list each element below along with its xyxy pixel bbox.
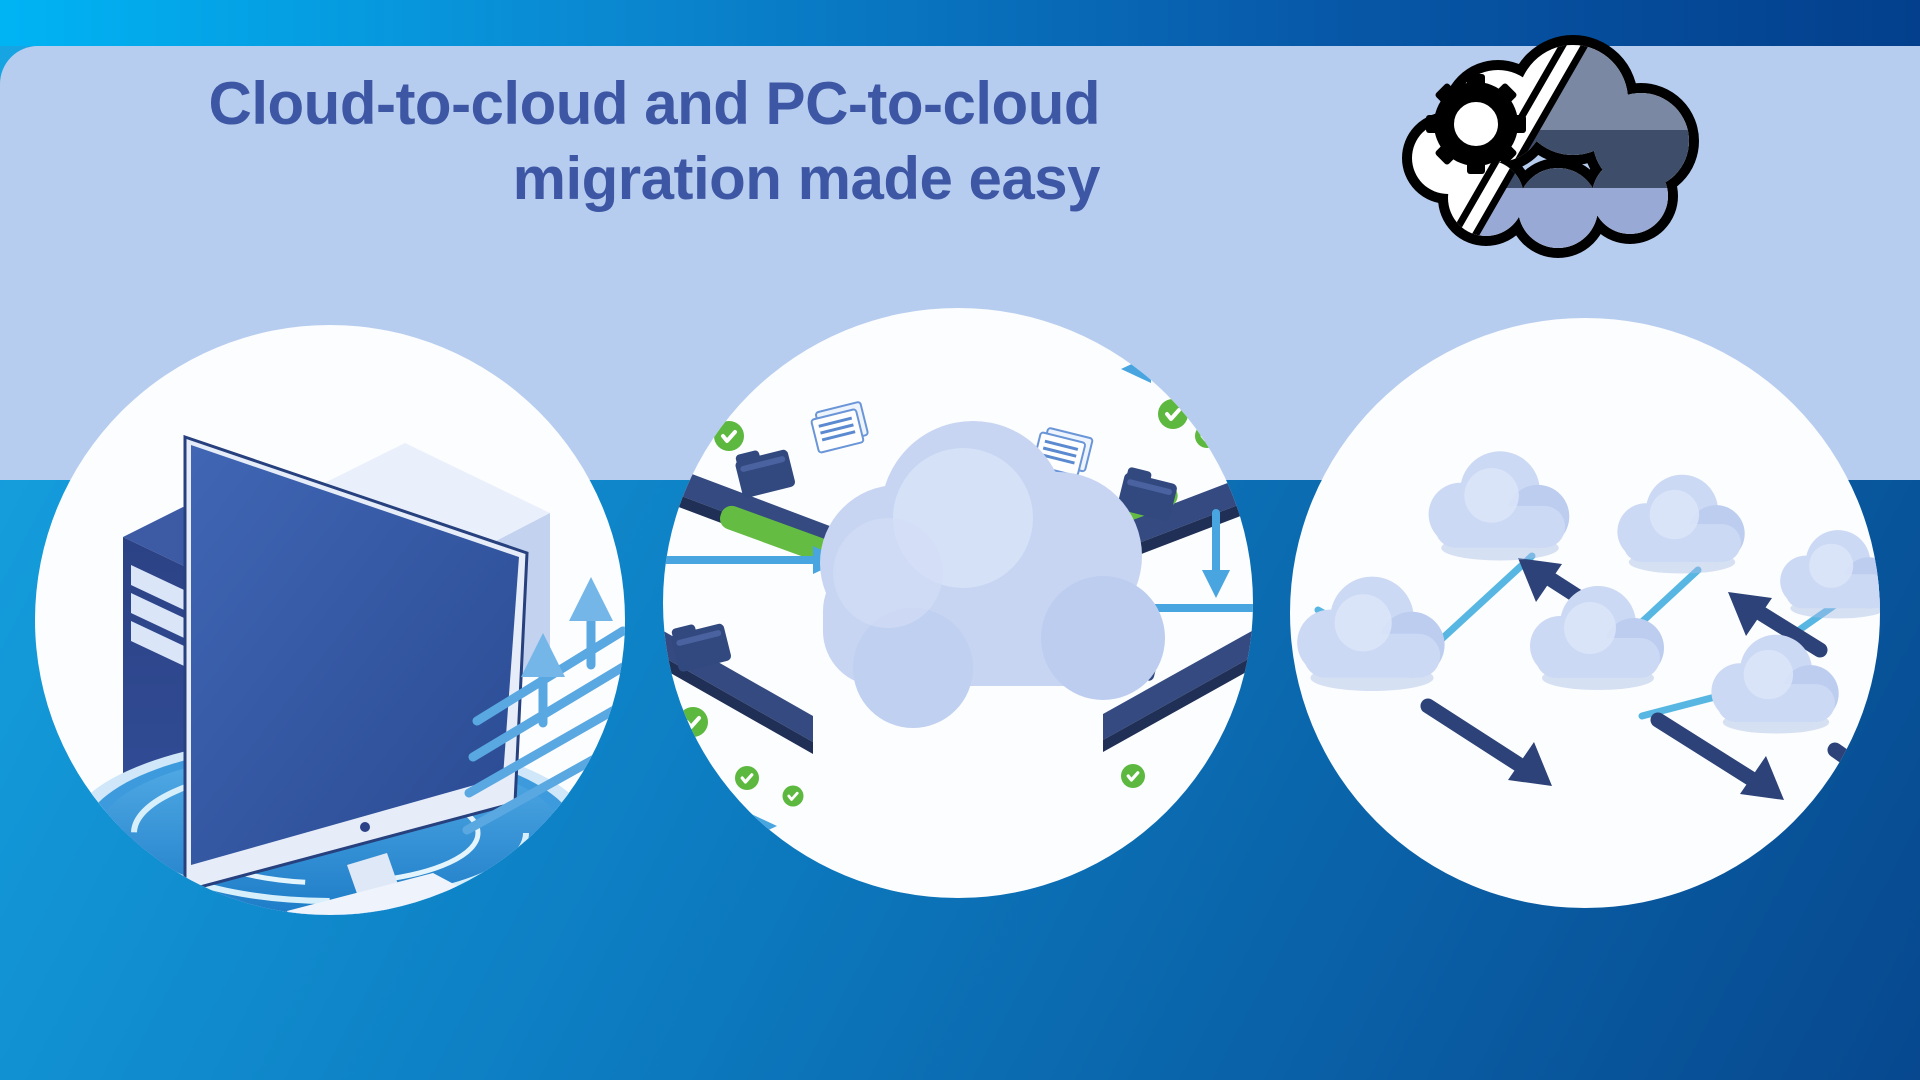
- check-icon: [781, 784, 805, 808]
- cloud-node-icon: [1780, 530, 1880, 619]
- folder-icon: [669, 616, 733, 673]
- page-title: Cloud-to-cloud and PC-to-cloud migration…: [0, 66, 1101, 216]
- document-icon: [808, 400, 872, 455]
- cloud-migration-hub-illustration: [663, 308, 1253, 898]
- monitor-icon: [183, 434, 529, 893]
- cloud-node-icon: [1617, 474, 1745, 574]
- cloud-gear-logo-icon: [1402, 35, 1699, 258]
- check-icon: [733, 764, 761, 792]
- folder-icon: [733, 442, 797, 499]
- page-title-line1: Cloud-to-cloud and PC-to-cloud: [208, 70, 1101, 137]
- cloud-node-icon: [1530, 586, 1664, 690]
- top-accent-bar: [0, 0, 1920, 46]
- check-icon: [1119, 762, 1147, 790]
- cloud-to-cloud-illustration: [1290, 318, 1880, 908]
- page-title-line2: migration made easy: [512, 145, 1101, 212]
- central-cloud-icon: [820, 421, 1165, 728]
- pc-upload-illustration: [35, 325, 625, 915]
- cloud-node-icon: [1428, 451, 1570, 561]
- cloud-node-icon: [1297, 576, 1445, 691]
- gear-icon: [1426, 74, 1526, 174]
